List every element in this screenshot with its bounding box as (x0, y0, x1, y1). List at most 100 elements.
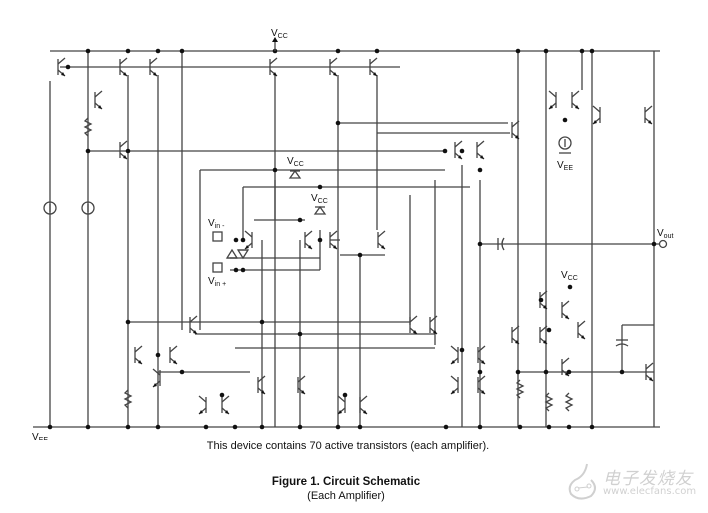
transistor-icon (429, 315, 438, 335)
figure-subtitle: (Each Amplifier) (307, 490, 385, 502)
junction-dot (203, 424, 209, 430)
junction-dot (579, 48, 585, 54)
circuit-schematic: VCC VCC VCC VCC VEE VEE Vin - Vin + Vout (32, 28, 673, 440)
junction-dot (125, 148, 131, 154)
transistor-icon (477, 345, 486, 365)
junction-dot (259, 319, 265, 325)
junction-dot (546, 424, 552, 430)
vee-bottom-label: VEE (32, 432, 48, 440)
terminals (212, 37, 668, 273)
transistor-icon (548, 90, 557, 110)
current-source-icon (81, 201, 95, 215)
junction-dot (517, 424, 523, 430)
vcc-diode1-label: VCC (287, 156, 304, 168)
figure-title: Figure 1. Circuit Schematic (271, 476, 421, 488)
junction-dot (543, 369, 549, 375)
junction-dot (342, 392, 348, 398)
junction-dot (459, 148, 465, 154)
diodes (225, 169, 327, 260)
junction-dot (567, 284, 573, 290)
junction-dot (357, 424, 363, 430)
transistor-icon (119, 140, 128, 160)
junction-dot (85, 148, 91, 154)
junction-dot (125, 319, 131, 325)
current-source-icon (43, 201, 57, 215)
junction-dot (335, 120, 341, 126)
junction-dot (477, 369, 483, 375)
transistor-count-note: This device contains 70 active transisto… (206, 440, 490, 452)
junction-dot (357, 252, 363, 258)
transistor-icon (297, 375, 306, 395)
junction-dot (546, 327, 552, 333)
vin-plus-label: Vin + (208, 276, 226, 288)
resistor-icon (515, 379, 525, 399)
junction-dot (125, 424, 131, 430)
transistor-icon (329, 230, 338, 250)
junction-dot (219, 392, 225, 398)
transistor-icon (476, 140, 485, 160)
junction-dot (65, 64, 71, 70)
transistor-icon (221, 395, 230, 415)
junction-dot (297, 331, 303, 337)
resistor-icon (564, 392, 574, 412)
transistor-icon (329, 57, 338, 77)
transistor-icon (450, 375, 459, 395)
junction-dot (233, 267, 239, 273)
junction-dot (125, 48, 131, 54)
capacitors (497, 237, 629, 347)
watermark-logo-icon (568, 463, 596, 500)
watermark-brand: 电子发烧友 (603, 469, 693, 489)
transistor-icon (119, 57, 128, 77)
vcc-diode2-label: VCC (311, 193, 328, 205)
junction-dot (297, 424, 303, 430)
transistor-icon (189, 315, 198, 335)
transistor-icon (269, 57, 278, 77)
junction-dot (335, 48, 341, 54)
junction-dot (566, 369, 572, 375)
junction-dot (477, 167, 483, 173)
junction-dot (477, 424, 483, 430)
junction-dot (515, 48, 521, 54)
junction-dot (317, 237, 323, 243)
transistor-icon (592, 105, 601, 125)
vcc-top-label: VCC (271, 28, 288, 40)
junction-dot (85, 48, 91, 54)
junction-dot (240, 237, 246, 243)
junction-dot (515, 369, 521, 375)
junction-dot (566, 424, 572, 430)
junction-dot (538, 297, 544, 303)
transistor-icon (454, 140, 463, 160)
resistor-icon (123, 389, 133, 409)
transistor-icon (369, 57, 378, 77)
wires (33, 50, 660, 428)
labels: VCC VCC VCC VCC VEE VEE Vin - Vin + Vout (32, 28, 673, 440)
resistor-icon (544, 392, 554, 412)
transistor-icon (257, 375, 266, 395)
junction-dot (442, 148, 448, 154)
resistor-icon (83, 117, 93, 137)
vin-plus-terminal (212, 262, 223, 273)
vcc-right-label: VCC (561, 270, 578, 282)
junction-dot (179, 369, 185, 375)
diode-icon (225, 248, 239, 259)
junction-dot (155, 352, 161, 358)
junction-dot (155, 48, 161, 54)
transistor-icon (571, 90, 580, 110)
diode-icon (288, 169, 302, 179)
junction-dot (374, 48, 380, 54)
transistor-icon (57, 57, 66, 77)
vout-terminal (658, 239, 668, 249)
junction-dot (233, 237, 239, 243)
watermark: 电子发烧友 www.elecfans.com (565, 462, 705, 502)
junction-dot (179, 48, 185, 54)
current-sources (43, 136, 572, 215)
transistor-icon (561, 357, 570, 377)
junction-dot (297, 217, 303, 223)
junction-dot (85, 424, 91, 430)
transistor-icon (337, 395, 346, 415)
junction-dot (272, 167, 278, 173)
resistors (83, 117, 574, 412)
junction-dot (240, 267, 246, 273)
diode-icon (313, 205, 327, 215)
transistor-icon (359, 395, 368, 415)
